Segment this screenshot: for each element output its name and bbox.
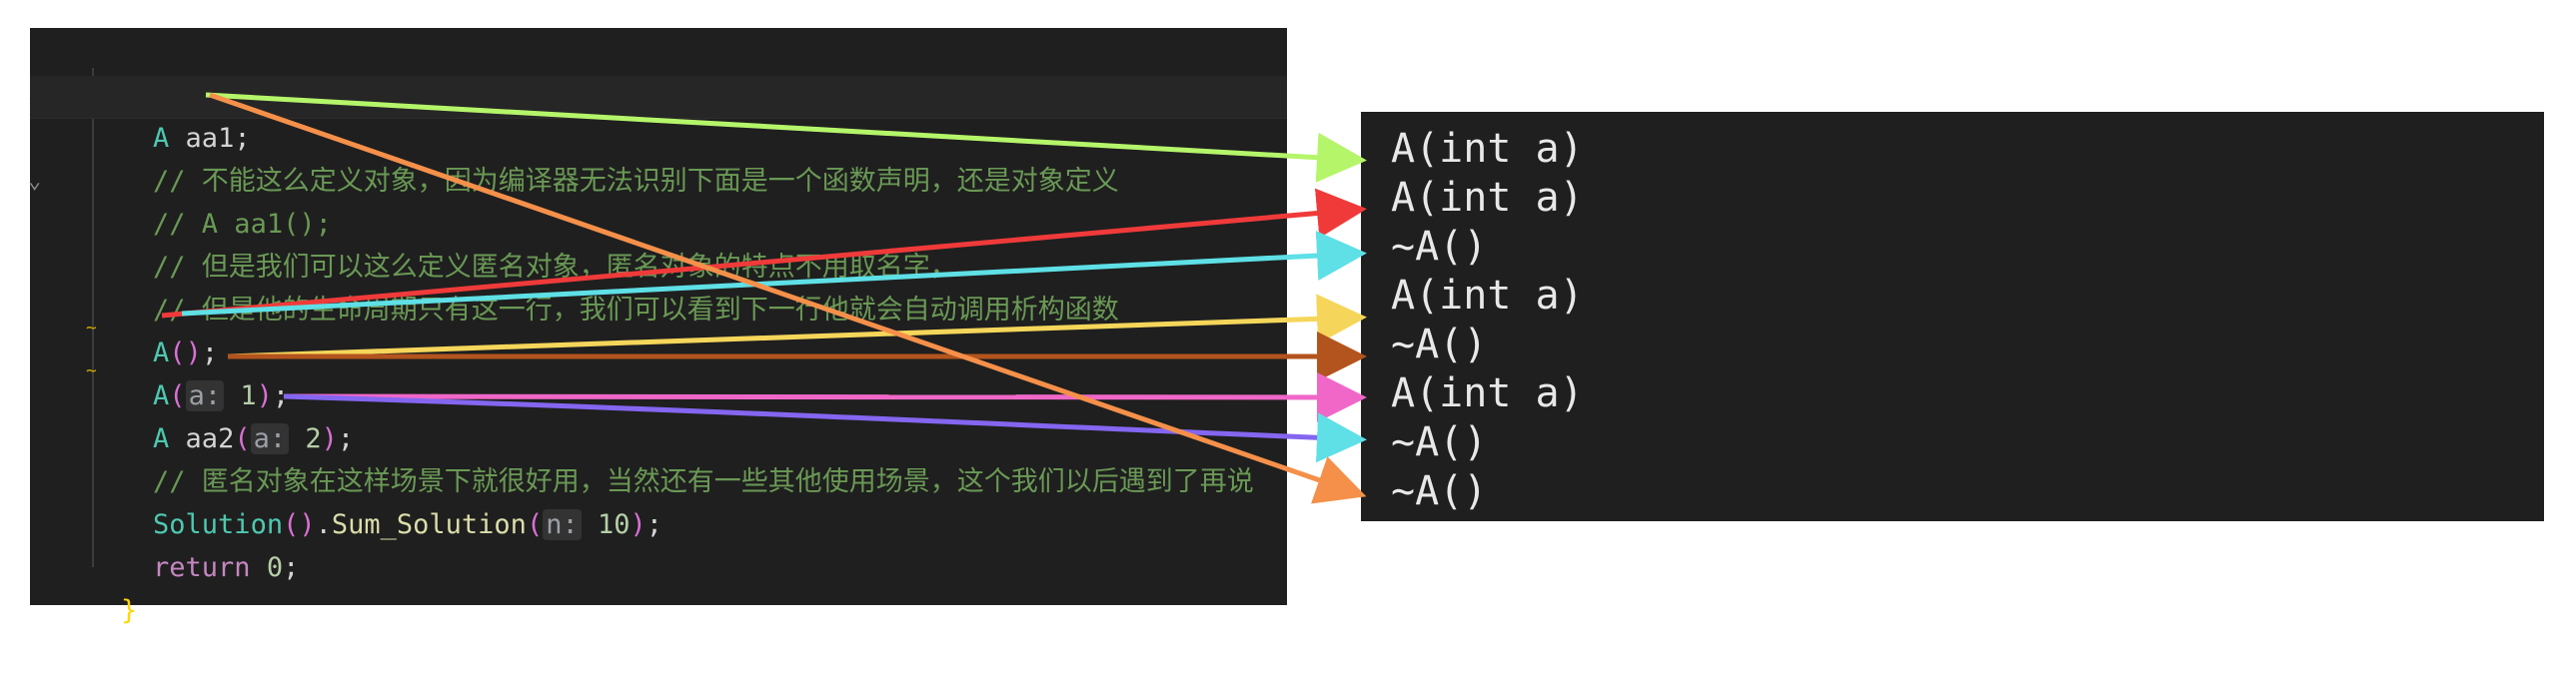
code-editor[interactable]: ⌄int main() { A aa1; ⌄// 不能这么定义对象，因为编译器无… [28,28,1287,626]
paren-close: ) [299,509,316,540]
type-Solution: Solution [153,509,284,540]
code-line-7[interactable]: A(); [30,291,218,368]
brace-close: } [121,595,138,626]
number-literal: 10 [581,509,631,540]
output-line-3: ~A() [1391,224,1488,270]
output-line-5: ~A() [1391,322,1488,367]
code-line-2[interactable]: A aa1; [30,76,1287,154]
code-line-11[interactable]: Solution().Sum_Solution(n: 10); [30,462,662,540]
code-line-1[interactable]: ⌄int main() { [28,34,316,112]
code-line-5[interactable]: // 但是我们可以这么定义匿名对象，匿名对象的特点不用取名字， [30,205,957,283]
semicolon: ; [283,552,300,583]
code-line-13[interactable]: } [30,548,137,626]
output-line-8: ~A() [1391,468,1488,514]
paren-open: ( [169,337,186,368]
warning-squiggle[interactable]: ~ [86,360,97,381]
paren-close: ) [185,337,202,368]
type-A: A [153,423,170,454]
code-line-10[interactable]: // 匿名对象在这样场景下就很好用，当然还有一些其他使用场景，这个我们以后遇到了… [30,419,1254,497]
indent-guide [92,68,94,567]
warning-squiggle[interactable]: ~ [86,318,97,338]
code-line-4[interactable]: // A aa1(); [30,162,332,240]
comment: // 但是他的生命周期只有这一行，我们可以看到下一行他就会自动调用析构函数 [153,295,1119,326]
paren-open: ( [526,509,544,540]
output-line-6: A(int a) [1391,370,1584,416]
output-line-1: A(int a) [1391,126,1584,172]
number-literal: 0 [250,552,284,583]
code-line-6[interactable]: // 但是他的生命周期只有这一行，我们可以看到下一行他就会自动调用析构函数 [30,248,1119,326]
code-line-9[interactable]: A aa2(a: 2); [30,376,354,454]
paren-open: ( [169,380,186,411]
paren-close: ) [630,509,646,540]
keyword-return: return [153,552,251,583]
fold-chevron-icon[interactable]: ⌄ [28,169,42,194]
code-line-8[interactable]: A(a: 1); [30,334,289,411]
type-A: A [153,380,170,411]
dot-operator: . [315,509,332,540]
output-line-4: A(int a) [1391,273,1584,319]
paren-open: ( [283,509,300,540]
code-line-3[interactable]: ⌄// 不能这么定义对象，因为编译器无法识别下面是一个函数声明，还是对象定义 [28,119,1119,197]
func-sum-solution: Sum_Solution [331,509,527,540]
code-line-12[interactable]: return 0; [30,505,299,583]
output-line-2: A(int a) [1391,175,1584,221]
type-A: A [153,123,170,154]
output-line-7: ~A() [1391,419,1488,465]
terminal-output[interactable]: A(int a) A(int a) ~A() A(int a) ~A() A(i… [1361,112,2544,521]
inlay-hint-param: n: [543,509,582,540]
semicolon: ; [645,509,663,540]
type-A: A [153,337,170,368]
